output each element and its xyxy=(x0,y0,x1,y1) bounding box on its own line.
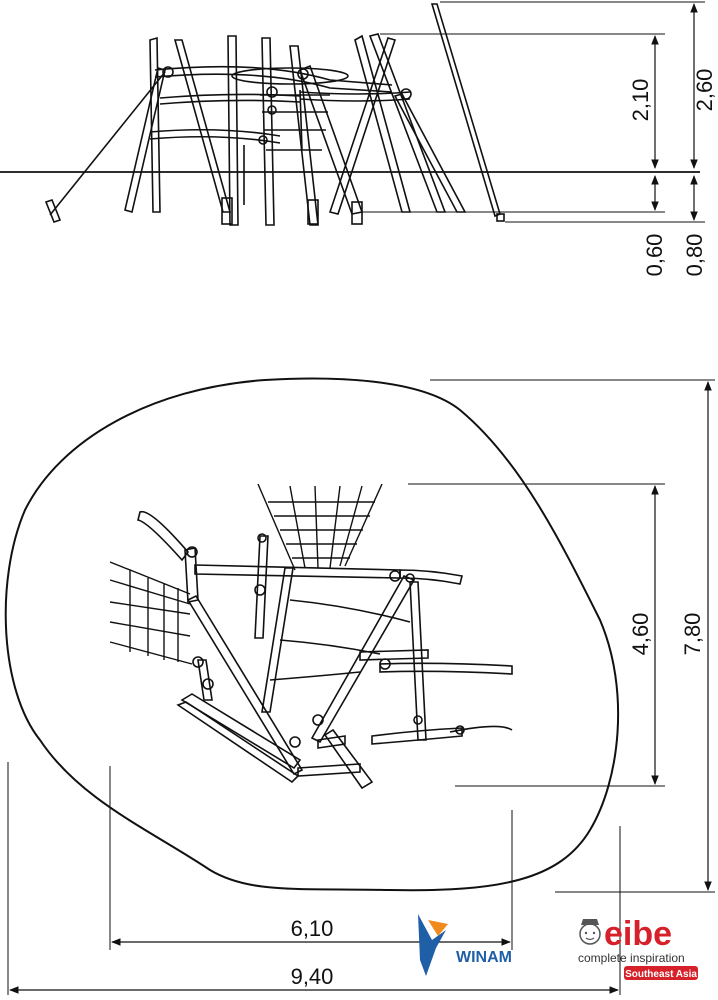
eibe-region-label: Southeast Asia xyxy=(625,969,697,980)
plan-dimension-lines xyxy=(9,381,712,994)
winam-wordmark: WINAM xyxy=(456,949,512,966)
dim-label-plan-total-width: 9,40 xyxy=(291,964,334,989)
plan-net-left xyxy=(109,561,193,665)
dim-label-plan-total-depth: 7,80 xyxy=(680,613,705,656)
dim-label-side-platform-height: 2,10 xyxy=(628,79,653,122)
dim-label-side-post-depth: 0,60 xyxy=(642,234,667,277)
winam-logo: WINAM xyxy=(418,914,512,976)
side-view-logs xyxy=(44,3,505,226)
side-view xyxy=(0,1,705,226)
dim-label-plan-inner-width: 6,10 xyxy=(291,916,334,941)
eibe-face-icon xyxy=(579,923,601,945)
safety-zone-outline xyxy=(4,377,620,892)
plan-view xyxy=(4,377,715,995)
eibe-logo: eibe complete inspiration Southeast Asia xyxy=(578,915,698,980)
eibe-tagline: complete inspiration xyxy=(578,951,685,965)
eibe-region-badge xyxy=(624,966,698,980)
plan-logs xyxy=(137,510,513,790)
eibe-wordmark: eibe xyxy=(604,915,672,953)
dim-label-side-anchor-depth: 0,80 xyxy=(682,234,707,277)
plan-net-top xyxy=(257,483,383,571)
dim-label-side-total-height: 2,60 xyxy=(692,69,717,112)
winam-figure-icon xyxy=(418,914,446,976)
side-dimension-lines xyxy=(651,3,698,221)
dim-label-plan-inner-depth: 4,60 xyxy=(628,613,653,656)
